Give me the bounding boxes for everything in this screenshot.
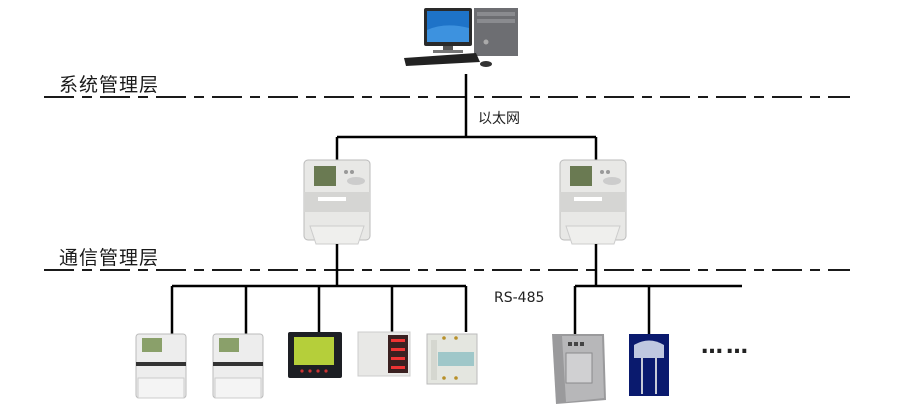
smart-meter-icon xyxy=(212,333,264,399)
din-rail-meter-icon xyxy=(426,333,478,385)
rs485-label: RS-485 xyxy=(494,290,545,306)
digital-display-meter-icon xyxy=(357,331,411,377)
communication-manager-icon xyxy=(559,159,627,245)
wall-controller-icon xyxy=(552,334,606,404)
led-sensor-icon xyxy=(629,334,669,396)
computer-icon xyxy=(404,8,518,67)
communication-layer-label: 通信管理层 xyxy=(59,247,160,269)
ethernet-label: 以太网 xyxy=(478,111,520,127)
communication-manager-icon xyxy=(303,159,371,245)
system-layer-label: 系统管理层 xyxy=(59,74,160,96)
more-devices-ellipsis: …… xyxy=(701,334,751,359)
smart-meter-icon xyxy=(135,333,187,399)
panel-meter-icon xyxy=(288,332,342,378)
